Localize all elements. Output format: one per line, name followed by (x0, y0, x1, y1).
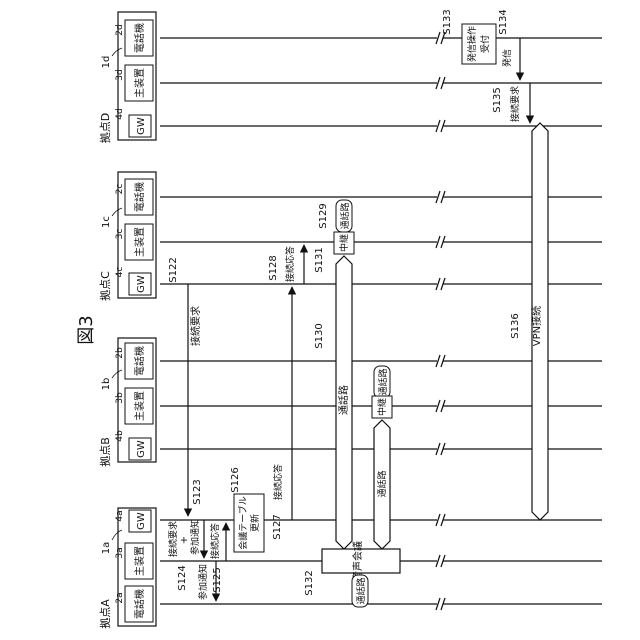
step-s123: S123 接続要求 + 参加通知 (167, 479, 204, 558)
step-label-s122: 接続要求 (189, 306, 202, 346)
step-label-s124: 参加通知 (197, 564, 209, 600)
step-s136: VPN接続 S136 (510, 123, 548, 520)
step-id-s131: S131 (314, 247, 325, 272)
site-b-label: 拠点B (99, 437, 112, 467)
step-id-s134: S134 (498, 9, 509, 34)
device-ref-2a: 2a (115, 592, 125, 603)
step-id-s124: S124 (177, 565, 188, 590)
step-id-s135: S135 (492, 87, 503, 112)
relay-label-b: 中継 (376, 398, 388, 416)
device-ref-2c: 2c (115, 184, 125, 195)
device-label-3c: 主装置 (133, 227, 146, 257)
device-label-3a: 主装置 (133, 546, 146, 576)
step-s133: 発信操作 受付 S133 (442, 9, 496, 64)
step-label-s129: 通話路 (339, 202, 351, 229)
step-label-s125: 接続応答 (209, 523, 221, 559)
step-id-s128: S128 (268, 255, 279, 280)
site-a: 拠点A 1a 電話機 2a 主装置 3a GW 4a (99, 508, 156, 629)
step-id-s123: S123 (192, 479, 203, 504)
site-a-label: 拠点A (99, 599, 112, 629)
step-s132: 音声会議 S132 通話路 (304, 541, 400, 607)
step-id-s127: S127 (272, 514, 283, 539)
site-c: 拠点C 1c GW 4c 主装置 3c 電話機 2c (99, 172, 156, 301)
step-label-s130: 通話路 (337, 385, 350, 415)
step-label-s132b: 通話路 (355, 577, 367, 604)
device-ref-2b: 2b (115, 347, 125, 359)
step-label-s128: 接続応答 (284, 246, 296, 282)
path-label-b1: 通話路 (377, 368, 389, 395)
step-label-s123b: 参加通知 (189, 519, 201, 555)
step-label-s136: VPN接続 (530, 306, 543, 346)
device-ref-3c: 3c (115, 229, 125, 240)
step-s127: S127 接続応答 (272, 287, 292, 540)
device-label-3b: 主装置 (133, 391, 146, 421)
step-id-s130: S130 (314, 323, 325, 348)
device-label-2c: 電話機 (133, 182, 146, 212)
step-id-s132: S132 (304, 570, 315, 595)
step-plus-s123: + (179, 536, 190, 544)
device-ref-4c: 4c (115, 267, 125, 278)
device-ref-4b: 4b (115, 430, 125, 442)
step-label2-s126: 更新 (249, 514, 261, 532)
device-label-2d: 電話機 (133, 23, 146, 53)
step-s135: S135 接続要求 (492, 83, 530, 123)
step-s122: S122 接続要求 (168, 257, 202, 516)
device-ref-2d: 2d (115, 24, 125, 35)
step-label2-s133: 受付 (479, 35, 491, 53)
site-c-label: 拠点C (99, 271, 112, 301)
step-id-s125: S125 (212, 567, 223, 592)
step-label-s131: 中継 (338, 234, 350, 252)
step-s129: S129 通話路 (318, 200, 352, 232)
device-ref-3d: 3d (115, 69, 125, 80)
step-s124: S124 参加通知 (177, 561, 216, 601)
path-label-b2: 通話路 (376, 470, 388, 497)
device-label-4c: GW (136, 275, 147, 293)
step-label-s127: 接続応答 (272, 464, 284, 500)
step-id-s126: S126 (230, 467, 241, 492)
break-marks (436, 32, 445, 610)
device-ref-3a: 3a (115, 547, 125, 558)
device-label-4a: GW (136, 512, 147, 530)
step-label-s123: 接続要求 (167, 521, 179, 557)
step-s126: 会議テーブル 更新 S126 (230, 467, 264, 552)
step-s125: S125 接続応答 (209, 523, 226, 593)
device-ref-3b: 3b (115, 392, 125, 404)
relay-site-b: 通話路 中継 通話路 (372, 366, 392, 549)
step-s134: S134 発信 (498, 9, 520, 80)
site-b: 拠点B 1b GW 4b 主装置 3b 電話機 2b (99, 338, 156, 467)
device-label-2b: 電話機 (133, 346, 146, 376)
device-ref-4d: 4d (115, 108, 125, 119)
step-id-s133: S133 (442, 9, 453, 34)
step-id-s129: S129 (318, 203, 329, 228)
site-a-ref: 1a (101, 542, 112, 555)
site-c-ref: 1c (101, 216, 112, 228)
site-d: 拠点D 1d GW 4d 主装置 3d 電話機 2d (99, 12, 156, 143)
device-label-3d: 主装置 (133, 68, 146, 98)
device-label-4d: GW (136, 117, 147, 135)
device-label-2a: 電話機 (133, 589, 146, 619)
device-ref-4a: 4a (115, 510, 125, 521)
step-id-s122: S122 (168, 257, 179, 282)
site-d-ref: 1d (101, 56, 112, 69)
step-label-s135: 接続要求 (509, 86, 521, 122)
step-id-s136: S136 (510, 313, 521, 338)
step-label1-s133: 発信操作 (466, 26, 478, 62)
figure-title: 図3 (76, 315, 97, 344)
step-s128: S128 接続応答 (268, 245, 304, 284)
step-label1-s126: 会議テーブル (237, 496, 249, 549)
site-b-ref: 1b (101, 378, 112, 391)
device-label-4b: GW (136, 440, 147, 458)
step-label-s134: 発信 (501, 49, 513, 67)
step-s130: 通話路 S130 (314, 256, 352, 549)
site-d-label: 拠点D (99, 113, 112, 143)
